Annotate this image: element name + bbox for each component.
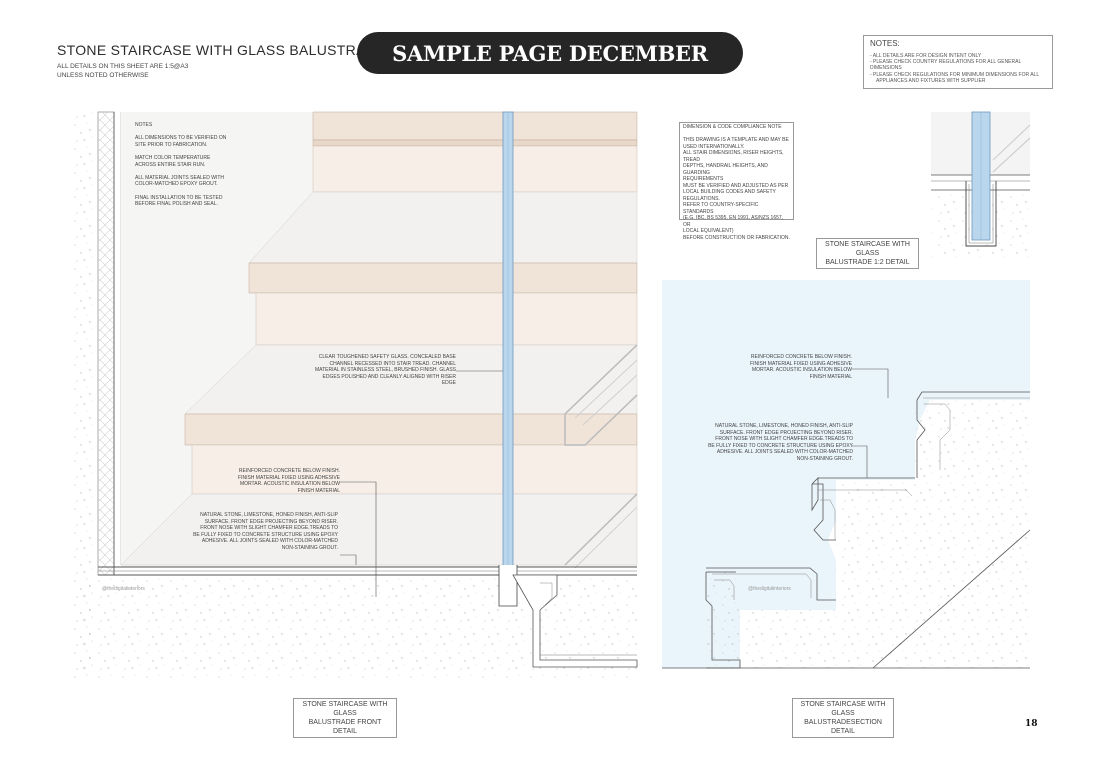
section-concrete-note: REINFORCED CONCRETE BELOW FINISH. FINISH… xyxy=(750,354,852,380)
front-detail-notes: NOTES ALL DIMENSIONS TO BE VERIFIED ON S… xyxy=(135,122,227,208)
notes-line: - PLEASE CHECK REGULATIONS FOR MINIMUM D… xyxy=(870,71,1040,78)
balustrade-detail-drawing xyxy=(931,111,1031,258)
section-detail-drawing xyxy=(662,280,1031,669)
watermark: @thedigitalinteriors xyxy=(748,586,791,592)
front-detail-label: STONE STAIRCASE WITH GLASS BALUSTRADE FR… xyxy=(293,698,397,738)
section-detail-label: STONE STAIRCASE WITH GLASS BALUSTRADESEC… xyxy=(792,698,894,738)
sheet-subtitle: ALL DETAILS ON THIS SHEET ARE 1:5@A3 UNL… xyxy=(57,62,188,80)
notes-title: NOTES: xyxy=(870,39,900,48)
sheet-title: STONE STAIRCASE WITH GLASS BALUSTRADE xyxy=(57,42,386,58)
notes-line: APPLIANCES AND FIXTURES WITH SUPPLIER xyxy=(876,77,986,84)
front-detail-drawing xyxy=(70,111,638,680)
subtitle-line: UNLESS NOTED OTHERWISE xyxy=(57,72,149,79)
glass-spec-note: CLEAR TOUGHENED SAFETY GLASS. CONCEALED … xyxy=(314,354,456,387)
sample-banner: SAMPLE PAGE DECEMBER xyxy=(357,32,743,74)
page-number: 18 xyxy=(1025,719,1038,729)
subtitle-line: ALL DETAILS ON THIS SHEET ARE 1:5@A3 xyxy=(57,63,189,70)
section-stone-note: NATURAL STONE, LIMESTONE, HONED FINISH, … xyxy=(708,423,853,462)
base-channel xyxy=(498,565,518,607)
wall-insulation-hatch xyxy=(98,112,114,575)
notes-line: - ALL DETAILS ARE FOR DESIGN INTENT ONLY xyxy=(870,53,982,59)
stone-spec-note: NATURAL STONE, LIMESTONE, HONED FINISH, … xyxy=(193,512,338,551)
general-notes-box: NOTES: - ALL DETAILS ARE FOR DESIGN INTE… xyxy=(863,35,1053,89)
balustrade-detail-label: STONE STAIRCASE WITH GLASS BALUSTRADE 1:… xyxy=(816,238,919,269)
compliance-note: DIMENSION & CODE COMPLIANCE NOTE THIS DR… xyxy=(679,122,794,241)
concrete-spec-note: REINFORCED CONCRETE BELOW FINISH. FINISH… xyxy=(238,468,340,494)
watermark: @thedigitalinteriors xyxy=(102,586,145,592)
notes-line: - PLEASE CHECK COUNTRY REGULATIONS FOR A… xyxy=(870,59,1022,72)
